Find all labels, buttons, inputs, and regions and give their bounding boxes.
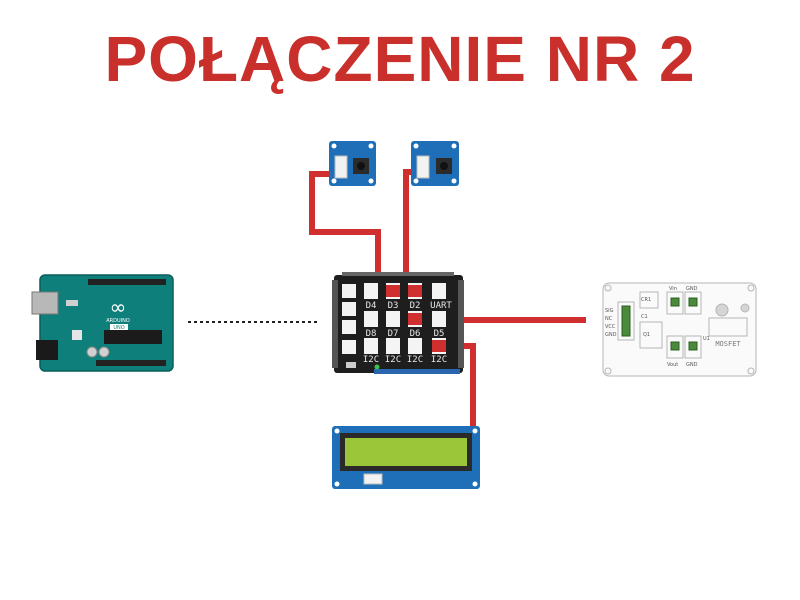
port-label-d4: D4 [366, 301, 377, 311]
mosfet-part-cr1: CR1 [641, 297, 651, 303]
port-label-i2c-4: I2C [431, 355, 447, 365]
port-label-i2c-3: I2C [407, 355, 423, 365]
port-label-i2c-1: I2C [363, 355, 379, 365]
wire-plugs [386, 285, 446, 352]
lcd-screen [345, 438, 467, 466]
port-label-d7: D7 [388, 329, 399, 339]
power-jack [36, 340, 58, 360]
mosfet-pin-sig: SIG [605, 308, 614, 314]
arduino-model-label: UNO [113, 325, 124, 331]
grove-base-shield[interactable]: D4 D3 D2 UART D8 D7 D6 D5 I2C I2C I2C I2… [332, 272, 464, 374]
mosfet-terminal-gnd-top: GND [686, 286, 698, 292]
grove-lcd-display[interactable] [332, 426, 480, 489]
port-label-d2: D2 [410, 301, 421, 311]
port-label-d5: D5 [434, 329, 445, 339]
grove-mosfet-module[interactable] [602, 282, 757, 377]
mosfet-terminal-gnd-bottom: GND [686, 362, 698, 368]
mosfet-terminal-vout: Vout [667, 362, 678, 368]
grove-button-2[interactable] [411, 141, 459, 186]
port-label-d3: D3 [388, 301, 399, 311]
mosfet-part-c1: C1 [641, 314, 648, 320]
arduino-brand-label: ARDUINO [106, 318, 130, 324]
mosfet-pin-nc: NC [605, 316, 613, 322]
port-label-d6: D6 [410, 329, 421, 339]
mosfet-label: MOSFET [715, 340, 741, 348]
mosfet-texts: SIG NC VCC GND Vin GND Vout GND CR1 C1 Q… [605, 286, 741, 368]
grove-button-1[interactable] [329, 141, 376, 186]
port-label-d8: D8 [366, 329, 377, 339]
gear-icon [715, 303, 729, 317]
mosfet-part-q1: Q1 [643, 332, 650, 338]
port-label-i2c-2: I2C [385, 355, 401, 365]
mosfet-pin-vcc: VCC [605, 324, 616, 330]
port-label-uart: UART [430, 301, 452, 311]
mosfet-pin-gnd: GND [605, 332, 617, 338]
arduino-uno-board[interactable]: ∞ ARDUINO UNO [31, 274, 174, 372]
mosfet-terminal-vin: Vin [669, 286, 677, 292]
page-title: POŁĄCZENIE NR 2 [104, 23, 696, 95]
arduino-logo: ∞ [110, 295, 127, 319]
mosfet-part-u1: U1 [703, 336, 710, 342]
usb-port [31, 291, 59, 315]
